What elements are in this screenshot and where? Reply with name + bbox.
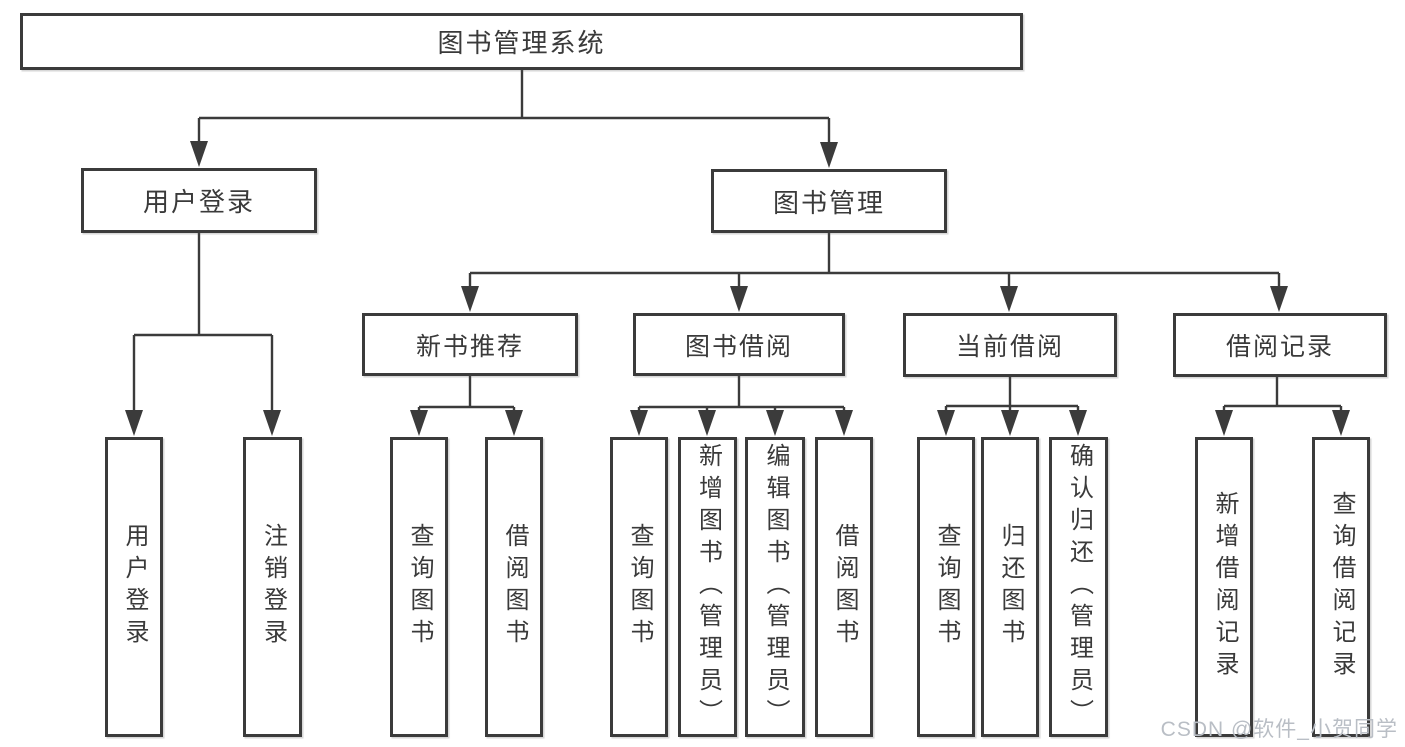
arrow-to-leaf-add-record xyxy=(1215,410,1233,436)
leaf-query-book-current: 查询图书 xyxy=(917,437,975,737)
arrow-to-user-login xyxy=(190,141,208,167)
leaf-query-book-current-label: 查询图书 xyxy=(933,523,960,651)
leaf-add-book-admin: 新增图书（管理员） xyxy=(678,437,737,737)
node-book-management-label: 图书管理 xyxy=(772,187,885,218)
connector-root-to-level2 xyxy=(197,70,831,144)
arrowheads xyxy=(125,141,1350,436)
connector-book-borrow-children xyxy=(637,376,846,415)
arrow-to-borrow-records xyxy=(1270,286,1288,312)
leaf-user-login-label: 用户登录 xyxy=(121,523,148,651)
arrow-to-leaf-add-book xyxy=(698,410,716,436)
node-new-book-recommend: 新书推荐 xyxy=(362,313,578,376)
leaf-query-book-recommend: 查询图书 xyxy=(390,437,448,737)
arrow-to-leaf-edit-book xyxy=(766,410,784,436)
leaf-borrow-book-label: 借阅图书 xyxy=(831,523,858,651)
leaf-query-book-borrow: 查询图书 xyxy=(610,437,668,737)
leaf-borrow-book-recommend-label: 借阅图书 xyxy=(501,523,528,651)
node-user-login: 用户登录 xyxy=(81,168,317,233)
leaf-query-book-recommend-label: 查询图书 xyxy=(406,523,433,651)
node-new-book-recommend-label: 新书推荐 xyxy=(415,332,524,361)
node-root-label: 图书管理系统 xyxy=(437,28,606,58)
connector-current-borrow-children xyxy=(944,377,1080,415)
connector-new-book-recommend-children xyxy=(417,376,516,415)
leaf-confirm-return-admin-label: 确认归还（管理员） xyxy=(1065,443,1093,731)
node-borrow-records-label: 借阅记录 xyxy=(1225,333,1334,361)
node-current-borrow: 当前借阅 xyxy=(903,313,1117,377)
node-root-library-system: 图书管理系统 xyxy=(20,13,1023,70)
node-user-login-label: 用户登录 xyxy=(142,187,255,217)
connector-borrow-records-children xyxy=(1222,377,1343,415)
node-book-borrow: 图书借阅 xyxy=(633,313,845,376)
arrow-to-book-management xyxy=(820,142,838,168)
leaf-user-login: 用户登录 xyxy=(105,437,163,737)
leaf-logout-label: 注销登录 xyxy=(259,523,287,651)
node-book-borrow-label: 图书借阅 xyxy=(684,332,793,361)
arrow-to-new-book-recommend xyxy=(461,286,479,312)
leaf-query-borrow-record: 查询借阅记录 xyxy=(1312,437,1370,737)
leaf-query-borrow-record-label: 查询借阅记录 xyxy=(1328,491,1355,683)
leaf-logout: 注销登录 xyxy=(243,437,302,737)
arrow-to-book-borrow xyxy=(730,286,748,312)
arrow-to-leaf-query-book-1 xyxy=(410,410,428,436)
node-book-management: 图书管理 xyxy=(711,169,947,233)
leaf-borrow-book-recommend: 借阅图书 xyxy=(485,437,543,737)
node-current-borrow-label: 当前借阅 xyxy=(955,333,1064,361)
leaf-borrow-book: 借阅图书 xyxy=(815,437,873,737)
arrow-to-current-borrow xyxy=(1000,286,1018,312)
arrow-to-leaf-query-record xyxy=(1332,410,1350,436)
leaf-return-book-label: 归还图书 xyxy=(997,523,1024,651)
arrow-to-leaf-confirm-return xyxy=(1069,410,1087,436)
connector-user-login-children xyxy=(132,233,274,414)
csdn-watermark: CSDN @软件_小贺同学 xyxy=(1160,718,1398,741)
leaf-add-borrow-record-label: 新增借阅记录 xyxy=(1211,491,1238,683)
arrow-to-leaf-return-book xyxy=(1001,410,1019,436)
arrow-to-leaf-borrow-book-2 xyxy=(835,410,853,436)
arrow-to-leaf-borrow-book-1 xyxy=(505,410,523,436)
leaf-edit-book-admin-label: 编辑图书（管理员） xyxy=(762,443,789,731)
leaf-add-book-admin-label: 新增图书（管理员） xyxy=(694,443,722,731)
leaf-confirm-return-admin: 确认归还（管理员） xyxy=(1049,437,1108,737)
node-borrow-records: 借阅记录 xyxy=(1173,313,1387,377)
connector-book-management-children xyxy=(468,233,1281,292)
leaf-add-borrow-record: 新增借阅记录 xyxy=(1195,437,1253,737)
leaf-return-book: 归还图书 xyxy=(981,437,1039,737)
arrow-to-leaf-logout xyxy=(263,410,281,436)
arrow-to-leaf-query-book-2 xyxy=(630,410,648,436)
leaf-edit-book-admin: 编辑图书（管理员） xyxy=(745,437,805,737)
arrow-to-leaf-query-book-3 xyxy=(937,410,955,436)
arrow-to-leaf-user-login xyxy=(125,410,143,436)
leaf-query-book-borrow-label: 查询图书 xyxy=(626,523,653,651)
